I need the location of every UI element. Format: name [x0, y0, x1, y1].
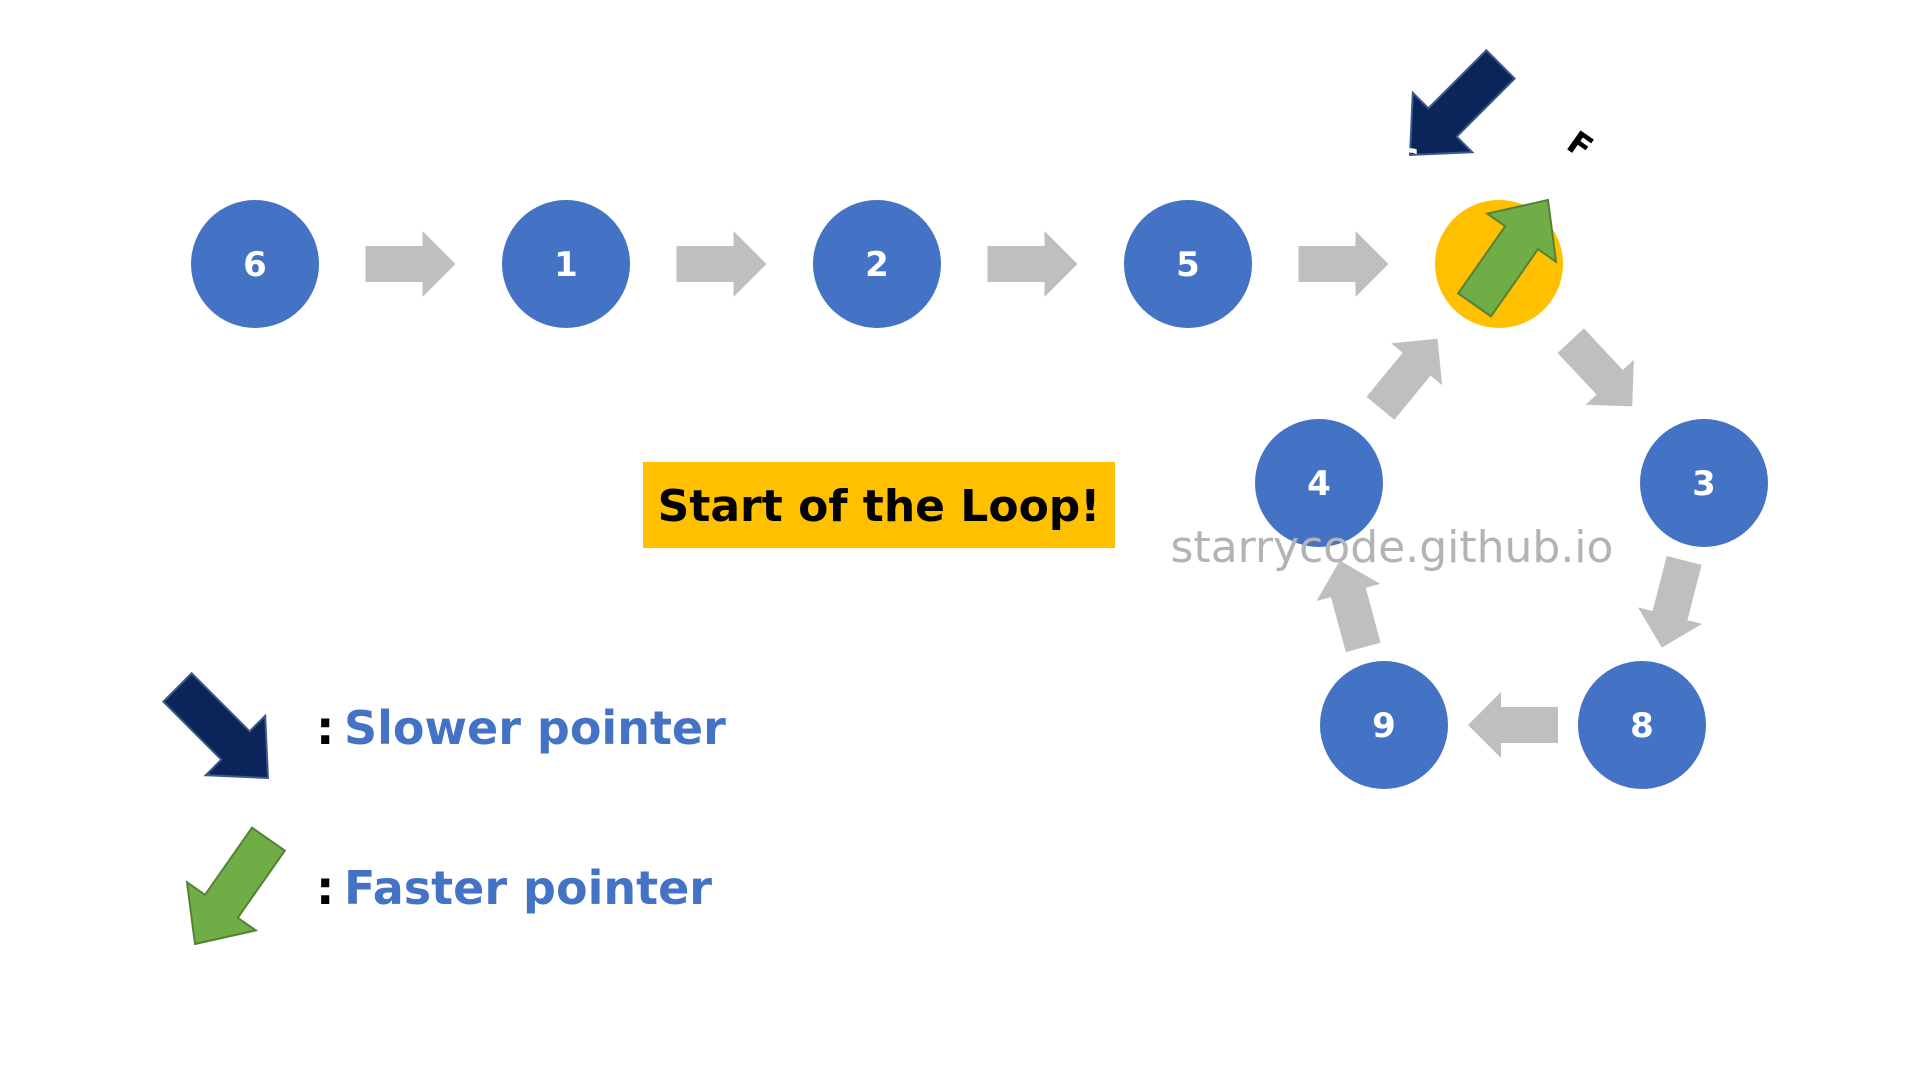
- node-label: 8: [1630, 706, 1654, 746]
- edge-arrow-n4-n7: [1366, 338, 1443, 420]
- list-node-2: 2: [813, 200, 941, 328]
- edge-arrow-n3-n8: [1638, 555, 1702, 648]
- start-of-loop-text: Start of the Loop!: [658, 481, 1101, 532]
- edge-arrow-n9-n4: [1316, 560, 1381, 653]
- edge-arrow-n6-n1: [365, 231, 456, 297]
- node-circle: [1578, 661, 1706, 789]
- slow-pointer-arrow-icon: [1408, 48, 1517, 157]
- node-label: 5: [1176, 245, 1200, 285]
- list-node-8: 8: [1578, 661, 1706, 789]
- list-node-6: 6: [191, 200, 319, 328]
- watermark: starrycode.github.io: [1171, 522, 1614, 573]
- node-label: 2: [865, 245, 889, 285]
- node-circle: [1124, 200, 1252, 328]
- node-label: 1: [554, 245, 578, 285]
- node-label: 9: [1372, 706, 1396, 746]
- legend-slow-colon: :: [316, 701, 334, 755]
- node-circle: [191, 200, 319, 328]
- node-circle: [813, 200, 941, 328]
- legend-slow-label: Slower pointer: [344, 701, 726, 755]
- legend-slow-arrow-icon: [161, 671, 270, 780]
- slow-pointer: [1408, 48, 1517, 157]
- node-label: 3: [1692, 464, 1716, 504]
- node-circle: [502, 200, 630, 328]
- edges-layer: [365, 231, 1702, 758]
- fast-pointer: [1456, 198, 1558, 318]
- slow-pointer-label: S: [1397, 142, 1420, 180]
- list-node-9: 9: [1320, 661, 1448, 789]
- legend-fast-colon: :: [316, 861, 334, 915]
- node-circle: [1640, 419, 1768, 547]
- legend-fast-label: Faster pointer: [344, 861, 712, 915]
- node-label: 4: [1307, 464, 1331, 504]
- edge-arrow-n8-n9: [1468, 692, 1558, 758]
- edge-arrow-n2-n5: [987, 231, 1078, 297]
- node-circle: [1320, 661, 1448, 789]
- list-node-3: 3: [1640, 419, 1768, 547]
- list-node-4: 4: [1255, 419, 1383, 547]
- node-circle: [1255, 419, 1383, 547]
- fast-pointer-label: F: [1560, 123, 1600, 167]
- start-of-loop-banner: [643, 462, 1115, 548]
- nodes-layer: 612573894: [191, 200, 1768, 789]
- edge-arrow-n1-n2: [676, 231, 767, 297]
- fast-pointer-arrow-icon: [1456, 198, 1558, 318]
- list-node-1: 1: [502, 200, 630, 328]
- legend-fast-arrow-icon: [185, 826, 287, 946]
- list-node-5: 5: [1124, 200, 1252, 328]
- legend-fast-marker: [185, 826, 287, 946]
- legend-slow-marker: [161, 671, 270, 780]
- node-label: 6: [243, 245, 267, 285]
- edge-arrow-n7-n3: [1557, 328, 1634, 407]
- edge-arrow-n5-n7: [1298, 231, 1389, 297]
